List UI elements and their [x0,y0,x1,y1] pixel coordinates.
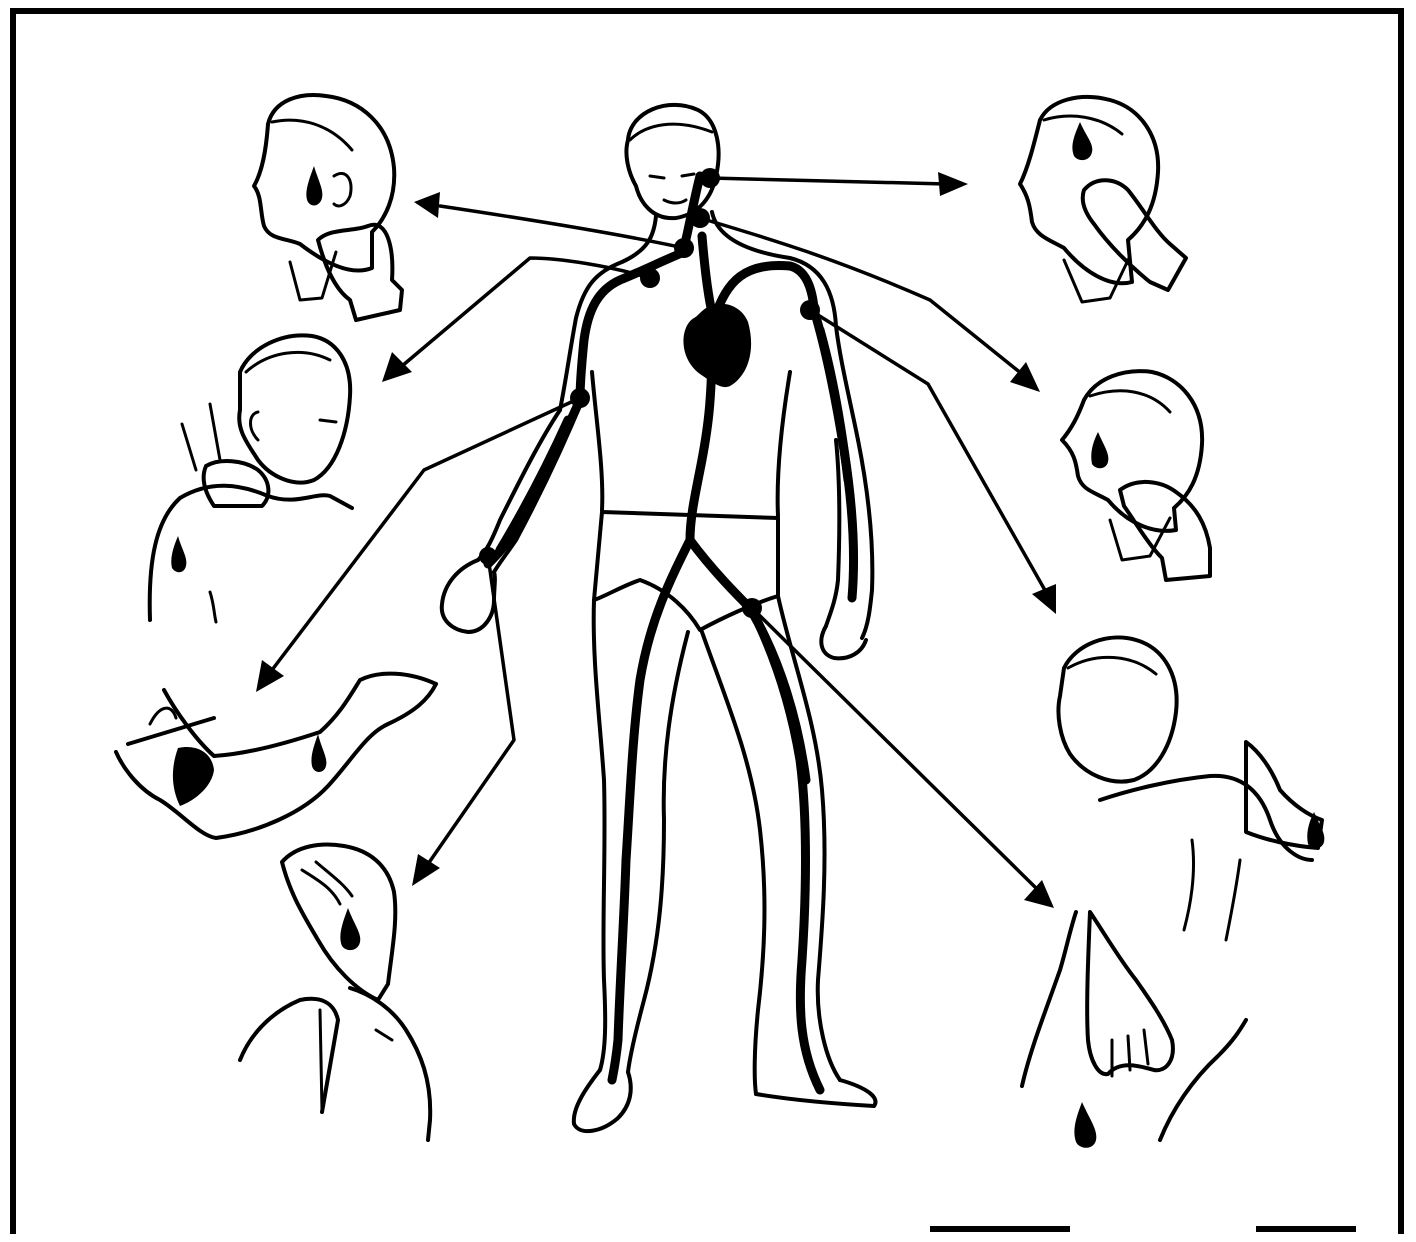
carotid-blood-drop-icon [306,166,322,205]
body-eye-left [650,176,664,178]
body-mouth [664,200,686,203]
axillary-hair [1068,657,1156,674]
radial-fist [282,845,395,1000]
body-eye-right [682,174,694,176]
subclavian-blood-drop-icon [171,536,186,572]
subclavian-chest-line [210,592,216,622]
vignette-radial-compression [240,845,430,1140]
temporal-blood-drop-icon [1072,122,1092,160]
arrow-head-brachial [256,660,284,692]
subclavian-hand-arm-2 [210,404,220,460]
artery-left-radial [500,420,568,550]
body-foot-left [574,1070,631,1131]
femoral-blood-drop-icon [1074,1102,1096,1148]
body-head-outline [626,105,718,218]
axillary-blood-drop-icon [1307,812,1324,848]
brachial-knot [150,708,176,724]
arrow-head-radial [412,854,440,886]
temporal-collar [1064,256,1130,302]
vignette-facial-compression [1062,371,1210,580]
brachial-arm-lower [164,674,436,756]
brachial-band [173,747,214,806]
radial-blood-drop-icon [340,908,360,950]
radial-hand-right [350,988,430,1140]
arrow-head-subclavian [382,352,412,382]
femoral-torso-left [1022,912,1076,1086]
body-leg-right-inner [702,632,764,1094]
body-arm-right-outer [858,440,872,638]
artery-femoral-left [612,540,690,1080]
body-waist-right [778,372,790,516]
brachial-blood-drop-icon [311,734,326,772]
body-torso-left [560,216,656,410]
subclavian-hair [246,352,330,372]
bottom-edge-mark-2 [1256,1226,1356,1232]
arrow-head-temporal [938,172,968,196]
axillary-torso [1184,840,1240,940]
vignette-temporal-compression [1020,97,1186,302]
temporal-head-outline [1020,97,1158,283]
vignette-carotid-compression [254,95,402,320]
body-hair [630,124,712,140]
bottom-edge-mark-1 [930,1226,1070,1232]
arrow-to-carotid [440,206,684,248]
radial-fingers [302,862,352,904]
body-arm-right-inner [826,440,839,626]
facial-blood-drop-icon [1091,432,1108,468]
radial-hand-left [240,999,338,1112]
body-hand-right [821,626,866,658]
body-leg-left-outer [594,600,606,1070]
body-waist-left [592,372,602,510]
subclavian-eye [320,420,336,422]
subclavian-ear [251,412,259,440]
artery-right-radial [820,330,848,480]
artery-tree [488,176,854,1090]
facial-head-outline [1062,371,1202,531]
vignette-brachial-tourniquet [116,674,436,838]
subclavian-head-outline [239,335,350,482]
vignette-axillary-compression [1058,638,1324,940]
arrow-to-subclavian [402,258,650,366]
arrow-head-carotid [414,192,440,218]
carotid-ear [334,173,351,205]
vignette-subclavian-compression [150,335,352,622]
subclavian-hand-arm [182,424,196,470]
carotid-hair [272,120,352,150]
body-hand-left [442,560,495,632]
subclavian-hand [204,461,269,506]
vignette-femoral-compression [1022,912,1246,1148]
facial-hair [1090,391,1170,412]
arrow-head-femoral [1024,880,1054,908]
heart-icon [683,304,751,387]
arrow-to-temporal [710,178,946,184]
arrow-to-brachial [272,398,580,670]
